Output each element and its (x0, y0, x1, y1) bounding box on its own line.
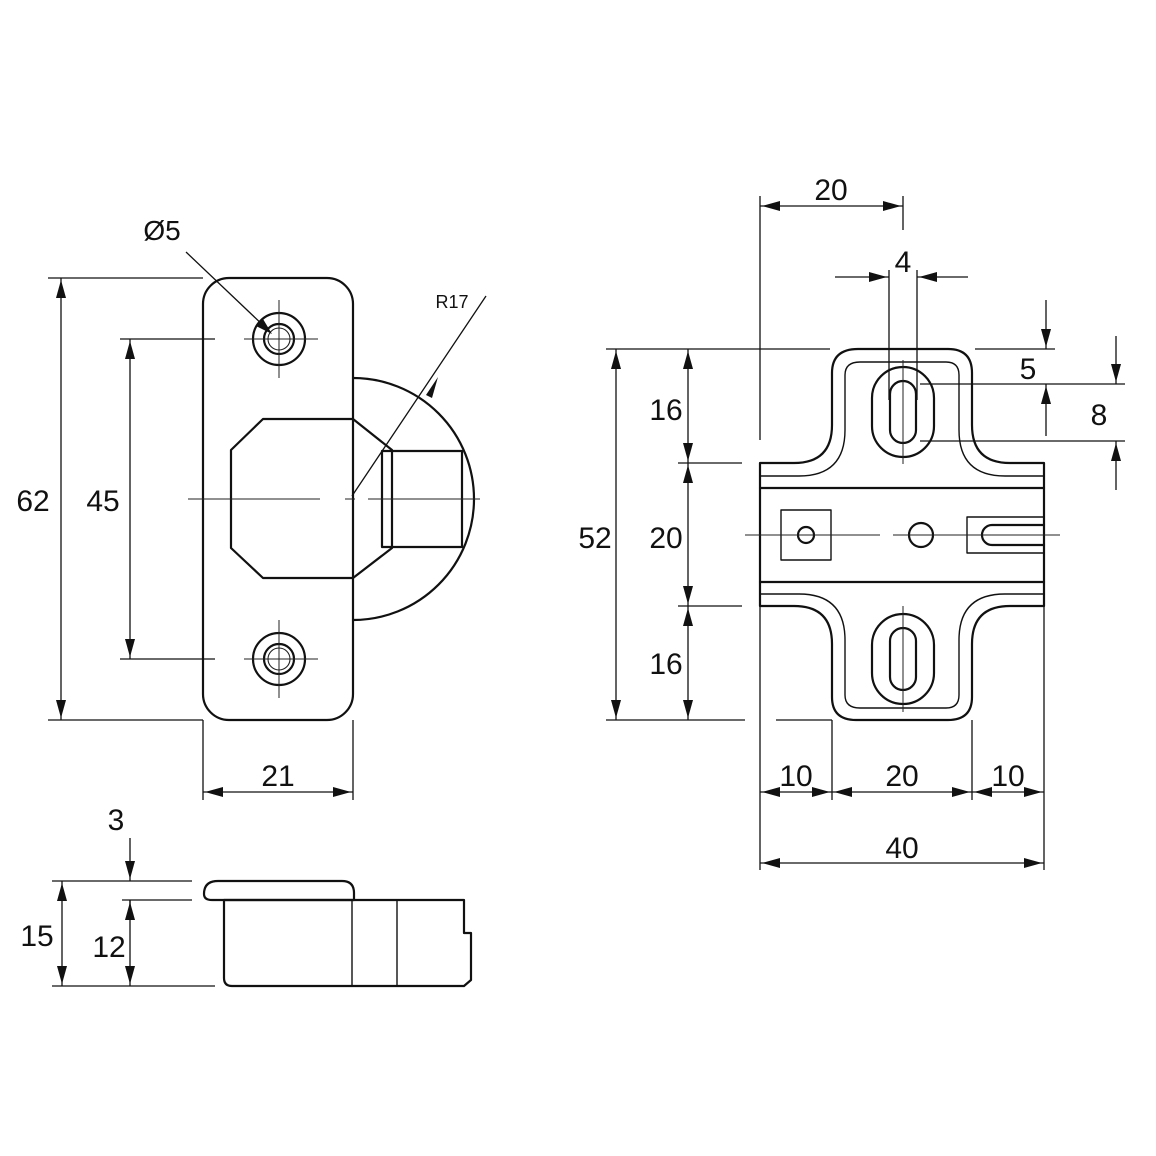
dim-slot-offset: 20 (759, 174, 904, 440)
plate-outline (758, 347, 1046, 722)
slot-top-margin-label: 5 (1020, 353, 1037, 386)
left-view-plate (188, 276, 480, 722)
center-width-label: 20 (885, 760, 918, 793)
dim-plate-width: 21 (202, 720, 354, 800)
top-section-label: 16 (649, 394, 682, 427)
slot-offset-label: 20 (814, 174, 847, 207)
dim-side-heights: 3 12 15 (20, 804, 215, 987)
dim-hole-diameter: Ø5 (143, 215, 272, 334)
left-margin-label: 10 (779, 760, 812, 793)
slot-length-label: 8 (1091, 399, 1108, 432)
slot-width-label: 4 (895, 246, 912, 279)
cam-octagon (229, 417, 394, 580)
total-width-label: 40 (885, 832, 918, 865)
inner-outline-top-left (760, 361, 861, 477)
dim-plate-heights: 52 16 20 16 (578, 348, 832, 721)
inner-outline-top-right (860, 361, 1044, 477)
dim-plate-widths: 10 20 10 40 (759, 606, 1045, 870)
dim-overall-height: 62 (16, 277, 203, 721)
dim-slot-top-margin: 5 (920, 300, 1125, 436)
hole-diameter-label: Ø5 (143, 215, 180, 246)
radius-label: R17 (435, 292, 468, 312)
side-flange (202, 879, 356, 902)
bottom-section-label: 16 (649, 648, 682, 681)
side-view (202, 879, 473, 988)
overall-height-label: 62 (16, 485, 49, 518)
dim-slot-length: 8 (920, 336, 1125, 490)
plate-width-label: 21 (261, 760, 294, 793)
right-view-mounting-plate (745, 347, 1060, 722)
side-body (222, 898, 473, 988)
dim-radius: R17 (351, 292, 487, 497)
plate-total-height-label: 52 (578, 522, 611, 555)
dim-slot-width: 4 (835, 246, 968, 400)
dim-hole-spacing: 45 (86, 338, 215, 660)
right-margin-label: 10 (991, 760, 1024, 793)
body-height-label: 12 (92, 931, 125, 964)
middle-section-label: 20 (649, 522, 682, 555)
hole-spacing-label: 45 (86, 485, 119, 518)
total-height-label: 15 (20, 920, 53, 953)
flange-thickness-label: 3 (108, 804, 125, 837)
